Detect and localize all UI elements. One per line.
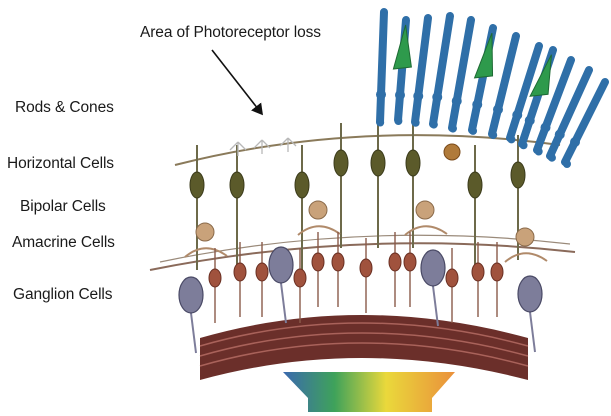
horizontal-cell: [190, 172, 204, 198]
rod-photoreceptor: [415, 18, 428, 122]
label-horizontal-cells: Horizontal Cells: [7, 155, 114, 173]
label-bipolar-cells: Bipolar Cells: [20, 198, 106, 216]
photoreceptor-terminal: [507, 135, 515, 143]
amacrine-cell: [209, 269, 221, 287]
bipolar-cell-process: [405, 226, 447, 235]
photoreceptor-nucleus: [555, 130, 565, 140]
photoreceptor-terminal: [489, 131, 497, 139]
photoreceptor-terminal: [412, 119, 420, 127]
photoreceptor-terminal: [563, 160, 571, 168]
photoreceptor-terminal: [535, 148, 543, 156]
horizontal-cell: [371, 150, 385, 176]
photoreceptor-nucleus: [570, 137, 580, 147]
horizontal-cell: [295, 172, 309, 198]
rod-photoreceptor: [550, 70, 589, 156]
photoreceptor-nucleus: [493, 105, 503, 115]
photoreceptor-nucleus: [541, 123, 551, 133]
horizontal-cell-body: [444, 144, 460, 160]
amacrine-cell: [332, 253, 344, 271]
amacrine-cell: [491, 263, 503, 281]
photoreceptor-nucleus: [472, 100, 482, 110]
ganglion-cell: [269, 247, 293, 283]
photoreceptor-nucleus: [413, 91, 423, 101]
amacrine-cell: [256, 263, 268, 281]
cone-outer-segment: [475, 33, 493, 78]
rod-photoreceptor: [565, 82, 605, 162]
photoreceptor-nucleus: [512, 110, 522, 120]
amacrine-cell: [294, 269, 306, 287]
label-rods-cones: Rods & Cones: [15, 99, 114, 117]
ganglion-axon: [281, 283, 286, 323]
bipolar-cell: [309, 201, 327, 219]
amacrine-cell: [472, 263, 484, 281]
label-amacrine-cells: Amacrine Cells: [12, 234, 115, 252]
amacrine-cell: [360, 259, 372, 277]
bipolar-cell: [516, 228, 534, 246]
bipolar-cell: [416, 201, 434, 219]
amacrine-cell: [389, 253, 401, 271]
outer-plexiform-fibers: [175, 135, 560, 165]
photoreceptor-nucleus: [376, 90, 386, 100]
photoreceptor-nucleus: [525, 116, 535, 126]
ganglion-cell: [518, 276, 542, 312]
horizontal-cell: [511, 162, 525, 188]
amacrine-cell: [404, 253, 416, 271]
annotation-label: Area of Photoreceptor loss: [140, 24, 321, 42]
ganglion-axon: [530, 312, 535, 352]
lost-photoreceptor-terminal: [230, 142, 246, 156]
amacrine-cell: [312, 253, 324, 271]
bipolar-cell-process: [298, 226, 340, 235]
photoreceptor-nucleus: [395, 90, 405, 100]
photoreceptor-terminal: [430, 121, 438, 129]
amacrine-cell: [446, 269, 458, 287]
photoreceptor-layer: [376, 12, 605, 168]
annotation-arrow: [212, 50, 262, 114]
horizontal-cell: [468, 172, 482, 198]
horizontal-cell: [334, 150, 348, 176]
photoreceptor-terminal: [376, 119, 384, 127]
rod-photoreceptor: [380, 12, 384, 122]
ganglion-axon: [191, 313, 196, 353]
photoreceptor-terminal: [469, 127, 477, 135]
horizontal-cell: [406, 150, 420, 176]
bipolar-cell: [196, 223, 214, 241]
photoreceptor-nucleus: [432, 92, 442, 102]
photoreceptor-terminal: [548, 154, 556, 162]
ganglion-cell: [421, 250, 445, 286]
label-ganglion-cells: Ganglion Cells: [13, 286, 112, 304]
ganglion-cell: [179, 277, 203, 313]
amacrine-cell: [234, 263, 246, 281]
photoreceptor-nucleus: [452, 96, 462, 106]
horizontal-cell: [230, 172, 244, 198]
bipolar-cell-process: [505, 253, 547, 262]
rod-photoreceptor: [433, 16, 450, 124]
photoreceptor-terminal: [449, 125, 457, 133]
light-spectrum: [283, 372, 455, 412]
nerve-fiber-layer: [200, 315, 528, 380]
photoreceptor-terminal: [520, 141, 528, 149]
rod-photoreceptor: [452, 20, 471, 128]
photoreceptor-terminal: [394, 117, 402, 125]
